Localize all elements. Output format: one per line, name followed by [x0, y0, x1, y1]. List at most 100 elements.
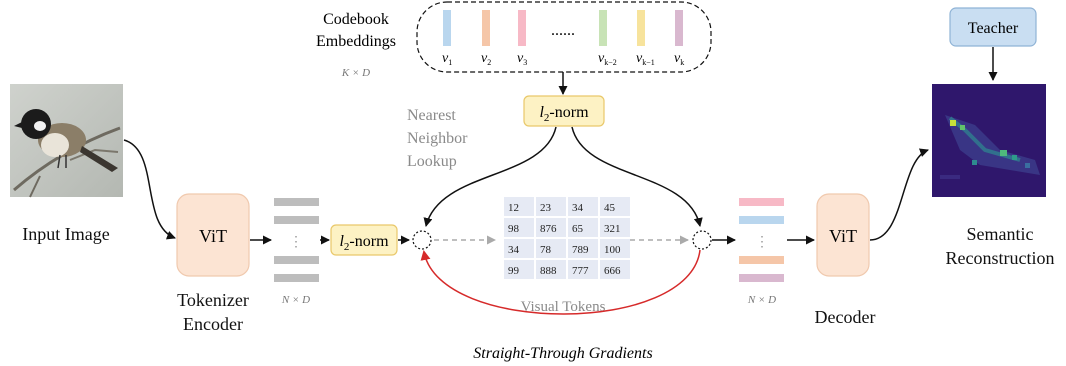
- codebook-embedding-bar: [482, 10, 490, 46]
- visual-token-cell: [568, 260, 598, 279]
- encoder-caption-line1: Tokenizer: [177, 290, 249, 310]
- codebook-embedding-base: v: [674, 51, 681, 66]
- encoder-vit-block: ViT: [176, 193, 250, 277]
- visual-token-cell: [504, 260, 534, 279]
- visual-token-value: 34: [572, 202, 584, 214]
- norm-top-sub: 2: [544, 112, 550, 124]
- visual-token-value: 777: [572, 265, 589, 277]
- encoder-vit-label: ViT: [199, 226, 227, 246]
- input-image-label: Input Image: [22, 224, 109, 244]
- visual-token-cell: [504, 218, 534, 237]
- visual-token-value: 98: [508, 223, 520, 235]
- norm-left-rest: -norm: [349, 233, 389, 250]
- lookup-node-left: [412, 230, 432, 250]
- codebook-embedding-base: v: [636, 51, 643, 66]
- visual-token-value: 666: [604, 265, 621, 277]
- codebook-embedding-label: v3: [517, 51, 527, 67]
- visual-token-value: 78: [540, 244, 552, 256]
- visual-token-cell: [600, 197, 630, 216]
- codebook-ellipsis: ......: [551, 22, 575, 39]
- encoder-dims: N × D: [281, 294, 310, 306]
- norm-top-l: l: [539, 104, 544, 121]
- output-label-line2: Reconstruction: [946, 248, 1055, 268]
- codebook-embedding-base: v: [481, 51, 488, 66]
- visual-token-value: 34: [508, 244, 520, 256]
- lookup-label-line3: Lookup: [407, 153, 457, 170]
- visual-token-value: 99: [508, 265, 520, 277]
- norm-left-l: l: [339, 233, 344, 250]
- arrow-decoder-to-output: [869, 148, 929, 241]
- decoder-vit-label: ViT: [829, 226, 857, 246]
- decoder-token-bar: [739, 274, 784, 282]
- norm-top-rest: -norm: [549, 104, 589, 121]
- visual-token-cell: [568, 197, 598, 216]
- decoder-dims: N × D: [747, 294, 776, 306]
- codebook-embedding-bar: [637, 10, 645, 46]
- norm-left-box: l2-norm: [330, 224, 398, 256]
- codebook-title-line2: Embeddings: [316, 33, 396, 50]
- svg-text:l2-norm: l2-norm: [339, 233, 389, 253]
- svg-text:l2-norm: l2-norm: [539, 104, 589, 124]
- decoder-vit-block: ViT: [816, 193, 870, 277]
- visual-token-cell: [568, 218, 598, 237]
- codebook-title-line1: Codebook: [323, 11, 389, 28]
- codebook-embedding-label: v1: [442, 51, 452, 67]
- decoder-caption: Decoder: [815, 307, 876, 327]
- visual-token-cell: [600, 218, 630, 237]
- codebook-embedding-sub: 1: [448, 58, 452, 67]
- codebook-embedding-bar: [675, 10, 683, 46]
- decoder-token-bar: [739, 216, 784, 224]
- codebook-embedding-bar: [518, 10, 526, 46]
- visual-token-cell: [600, 239, 630, 258]
- codebook-embedding-base: v: [598, 51, 605, 66]
- visual-token-cell: [536, 260, 566, 279]
- codebook-embedding-sub: k−2: [604, 58, 617, 67]
- codebook-embedding-label: v2: [481, 51, 491, 67]
- visual-token-value: 789: [572, 244, 589, 256]
- visual-token-cell: [504, 239, 534, 258]
- lookup-label-line1: Nearest: [407, 107, 456, 124]
- codebook-dims: K × D: [341, 67, 370, 79]
- semantic-reconstruction-image: [932, 84, 1046, 197]
- encoder-caption-line2: Encoder: [183, 314, 243, 334]
- visual-token-value: 100: [604, 244, 621, 256]
- visual-token-value: 321: [604, 223, 621, 235]
- codebook-embedding-label: vk: [674, 51, 684, 67]
- decoder-token-ellipsis: ⋮: [755, 235, 769, 250]
- input-image: [10, 84, 123, 198]
- teacher-label: Teacher: [968, 20, 1019, 37]
- norm-top-box: l2-norm: [523, 95, 605, 127]
- visual-token-value: 12: [508, 202, 519, 214]
- codebook-embedding-label: vk−1: [636, 51, 655, 67]
- visual-token-cell: [536, 239, 566, 258]
- lookup-node-right: [692, 230, 712, 250]
- codebook-embedding-sub: k: [680, 58, 684, 67]
- teacher-box: Teacher: [949, 7, 1037, 47]
- norm-left-sub: 2: [344, 241, 350, 253]
- lookup-label-line2: Neighbor: [407, 130, 468, 147]
- codebook-embedding-base: v: [517, 51, 524, 66]
- visual-token-cell: [600, 260, 630, 279]
- codebook-embedding-sub: k−1: [642, 58, 655, 67]
- codebook-embedding-base: v: [442, 51, 449, 66]
- visual-tokens-caption: Visual Tokens: [521, 299, 606, 315]
- visual-token-cell: [568, 239, 598, 258]
- visual-token-value: 23: [540, 202, 552, 214]
- visual-token-value: 876: [540, 223, 557, 235]
- visual-token-value: 45: [604, 202, 616, 214]
- output-label-line1: Semantic: [967, 224, 1034, 244]
- visual-token-cell: [504, 197, 534, 216]
- decoder-token-bar: [739, 198, 784, 206]
- codebook-embedding-label: vk−2: [598, 51, 617, 67]
- codebook-embedding-bar: [443, 10, 451, 46]
- codebook-embedding-sub: 2: [487, 58, 491, 67]
- visual-token-value: 888: [540, 265, 557, 277]
- codebook-embedding-bar: [599, 10, 607, 46]
- svg-text:⋮: ⋮: [289, 235, 303, 250]
- decoder-token-stack: [739, 198, 784, 282]
- arrow-norm-to-right-node: [571, 126, 703, 227]
- encoder-token-stack: ⋮: [274, 198, 319, 282]
